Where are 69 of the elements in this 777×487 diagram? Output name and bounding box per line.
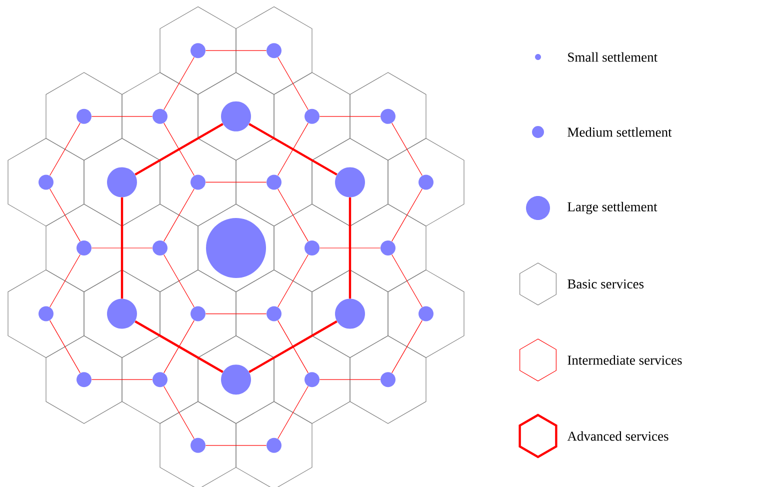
legend-label: Basic services [568,279,644,289]
settlement-dot [107,298,137,329]
road-line [164,122,194,176]
road-line [205,445,267,446]
settlement-dot [38,174,54,190]
settlement-dot [266,306,282,322]
settlement-dot [152,372,168,388]
settlement-dot [418,174,434,190]
road-line [319,116,381,117]
settlement-dot [418,306,434,322]
road-line [319,379,381,380]
road-line [134,123,224,176]
road-line [164,386,194,440]
road-line [91,379,153,380]
legend-label: Medium settlement [568,127,672,137]
road-line [50,254,80,308]
legend-label: Advanced services [567,431,668,441]
road-line [120,197,124,299]
road-line [392,122,422,176]
legend-label: Intermediate services [568,355,682,365]
settlement-dot [304,372,320,388]
settlement-dot [266,43,282,58]
settlement-dot [76,372,92,388]
settlement-dot [304,240,320,256]
settlement-dot [76,240,92,256]
road-line [278,386,308,440]
settlement-dot [190,43,206,58]
road-line [392,254,422,308]
settlement-dot [206,218,266,278]
road-line [248,123,338,176]
settlement-dot [335,298,365,329]
road-line [134,320,224,373]
settlement-dot [190,306,206,322]
settlement-dot [380,108,396,124]
road-line [348,197,352,299]
settlement-dot [221,364,251,395]
settlement-dot [266,438,282,453]
settlement-dot [152,108,168,124]
settlement-dot [152,240,168,256]
settlement-dot [266,174,282,190]
road-line [50,122,80,176]
road-line [205,50,267,51]
legend-label: Small settlement [568,52,658,62]
road-line [248,320,338,373]
settlement-dot [335,167,365,198]
settlement-dot [221,101,251,132]
road-line [164,188,194,242]
settlement-dot [76,108,92,124]
road-line [278,320,308,374]
road-line [50,320,80,374]
road-line [164,320,194,374]
road-line [164,254,194,308]
settlement-dot [380,240,396,256]
settlement-dot [304,108,320,124]
road-line [278,56,308,110]
road-line [278,188,308,242]
road-line [50,188,80,242]
settlement-dot [380,372,396,388]
settlement-dot [38,306,54,322]
road-line [392,320,422,374]
road-line [278,122,308,176]
road-line [392,188,422,242]
road-line [164,56,194,110]
road-line [91,116,153,117]
legend-label: Large settlement [568,202,658,214]
settlement-dot [190,174,206,190]
settlement-dot [190,438,206,453]
road-line [278,254,308,308]
settlement-dot [107,167,137,198]
